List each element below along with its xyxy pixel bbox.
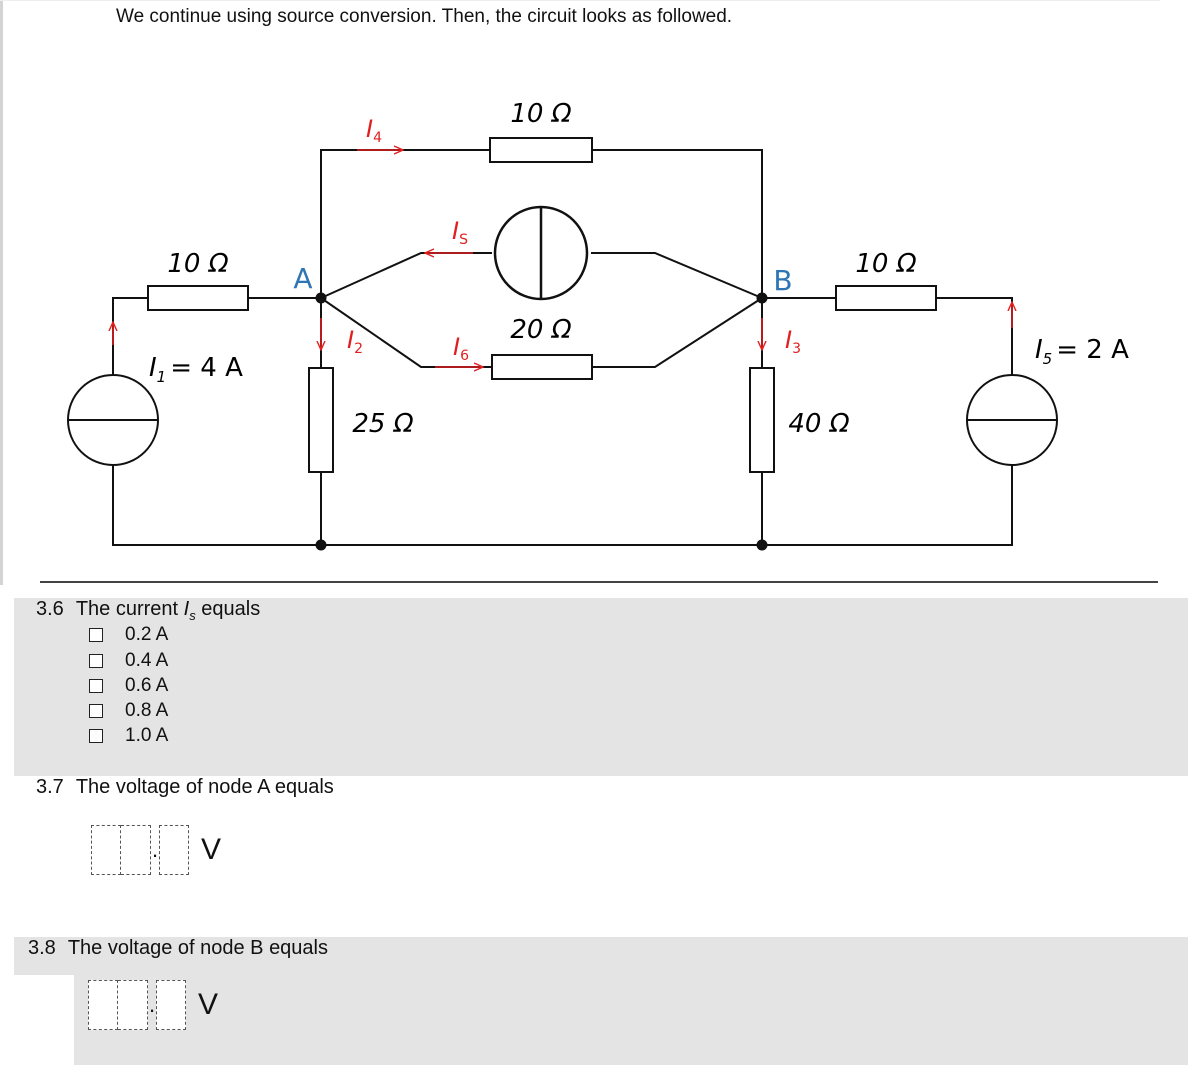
option-label: 0.4 A bbox=[125, 650, 169, 671]
current-arrows bbox=[113, 150, 1012, 367]
node-a-dot bbox=[315, 292, 327, 304]
option-label: 0.6 A bbox=[125, 675, 169, 696]
label-i6: I6 bbox=[453, 333, 469, 364]
label-i5: I5= 2 A bbox=[1035, 335, 1129, 368]
digit-box-1[interactable] bbox=[88, 980, 118, 1030]
section-divider bbox=[40, 581, 1158, 583]
label-r-middle: 20 Ω bbox=[510, 315, 571, 345]
label-r-left: 10 Ω bbox=[167, 249, 228, 279]
current-source-middle bbox=[493, 205, 589, 301]
digit-box-3[interactable] bbox=[159, 825, 189, 875]
q38-answer-band bbox=[74, 975, 1188, 1065]
q36-option-2[interactable]: 0.4 A bbox=[89, 650, 168, 672]
label-r-top: 10 Ω bbox=[510, 99, 571, 129]
q36-option-1[interactable]: 0.2 A bbox=[89, 624, 168, 646]
q36-var-sub: s bbox=[189, 608, 196, 623]
digit-box-3[interactable] bbox=[156, 980, 186, 1030]
resistor-a bbox=[308, 367, 334, 473]
digit-box-1[interactable] bbox=[91, 825, 121, 875]
wires bbox=[112, 149, 1013, 546]
checkbox[interactable] bbox=[89, 679, 103, 693]
label-i1: I1= 4 A bbox=[149, 353, 243, 386]
q37-answer-input[interactable]: . V bbox=[91, 825, 221, 875]
q38-answer-input[interactable]: . V bbox=[88, 980, 218, 1030]
label-r-right: 10 Ω bbox=[855, 249, 916, 279]
q37-text: The voltage of node A equals bbox=[75, 776, 334, 798]
q38-text: The voltage of node B equals bbox=[67, 937, 328, 959]
q36-option-3[interactable]: 0.6 A bbox=[89, 675, 168, 697]
checkbox[interactable] bbox=[89, 654, 103, 668]
label-i2: I2 bbox=[347, 326, 363, 357]
checkbox[interactable] bbox=[89, 628, 103, 642]
current-source-left bbox=[67, 374, 159, 466]
current-source-right bbox=[966, 374, 1058, 466]
top-divider bbox=[0, 0, 1160, 1]
q36-text-after: equals bbox=[195, 598, 261, 620]
resistor-middle bbox=[491, 354, 593, 380]
label-node-b: B bbox=[773, 264, 792, 297]
resistor-right bbox=[835, 285, 937, 311]
label-i4: I4 bbox=[366, 115, 382, 146]
option-label: 0.2 A bbox=[125, 624, 169, 645]
ground-node-left-dot bbox=[315, 539, 327, 551]
q37-number: 3.7 bbox=[36, 776, 64, 798]
left-margin-bar bbox=[0, 0, 3, 585]
digit-box-2[interactable] bbox=[121, 825, 151, 875]
node-b-dot bbox=[756, 292, 768, 304]
q37-unit: V bbox=[201, 833, 222, 866]
checkbox[interactable] bbox=[89, 704, 103, 718]
label-r-a: 25 Ω bbox=[352, 409, 413, 439]
decimal-point: . bbox=[148, 992, 156, 1017]
q38-band bbox=[14, 937, 1188, 975]
q36-var: I bbox=[183, 598, 190, 620]
digit-box-2[interactable] bbox=[118, 980, 148, 1030]
resistor-left bbox=[147, 285, 249, 311]
label-node-a: A bbox=[293, 262, 312, 295]
label-is: IS bbox=[452, 217, 468, 248]
decimal-point: . bbox=[151, 837, 159, 862]
checkbox[interactable] bbox=[89, 729, 103, 743]
q36-number: 3.6 bbox=[36, 598, 64, 620]
label-r-b: 40 Ω bbox=[788, 409, 849, 439]
resistor-top bbox=[489, 137, 593, 163]
circuit-diagram: 10 Ω 10 Ω 10 Ω 20 Ω 25 Ω 40 Ω A B I1= 4 … bbox=[67, 99, 1129, 551]
option-label: 1.0 A bbox=[125, 725, 169, 746]
q36-question: 3.6 The current Is equals bbox=[36, 598, 260, 623]
q36-option-4[interactable]: 0.8 A bbox=[89, 700, 168, 722]
q38-number: 3.8 bbox=[28, 937, 56, 959]
q36-text-before: The current bbox=[75, 598, 184, 620]
option-label: 0.8 A bbox=[125, 700, 169, 721]
q38-unit: V bbox=[198, 988, 219, 1021]
resistor-b bbox=[749, 367, 775, 473]
q38-question: 3.8 The voltage of node B equals bbox=[28, 937, 328, 960]
q36-option-5[interactable]: 1.0 A bbox=[89, 725, 168, 747]
intro-text: We continue using source conversion. The… bbox=[116, 6, 733, 27]
ground-node-right-dot bbox=[756, 539, 768, 551]
q37-question: 3.7 The voltage of node A equals bbox=[36, 776, 334, 799]
label-i3: I3 bbox=[785, 326, 801, 357]
q36-band bbox=[14, 598, 1188, 776]
